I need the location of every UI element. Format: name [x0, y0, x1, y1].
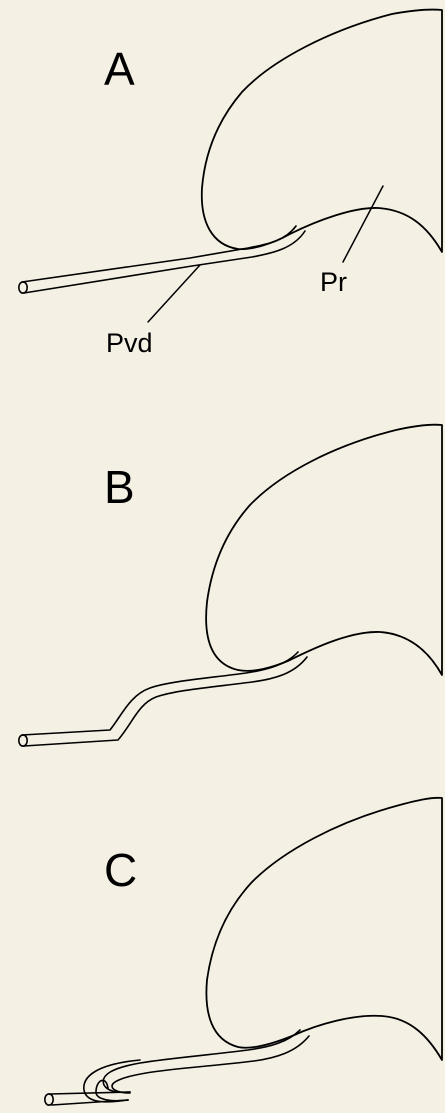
- panel-a-label-pvd: Pvd: [106, 328, 153, 358]
- panel-c-letter: C: [104, 844, 137, 896]
- panel-a-label-pr: Pr: [320, 267, 347, 297]
- panel-a-letter: A: [104, 43, 135, 95]
- panel-b-letter: B: [104, 461, 135, 513]
